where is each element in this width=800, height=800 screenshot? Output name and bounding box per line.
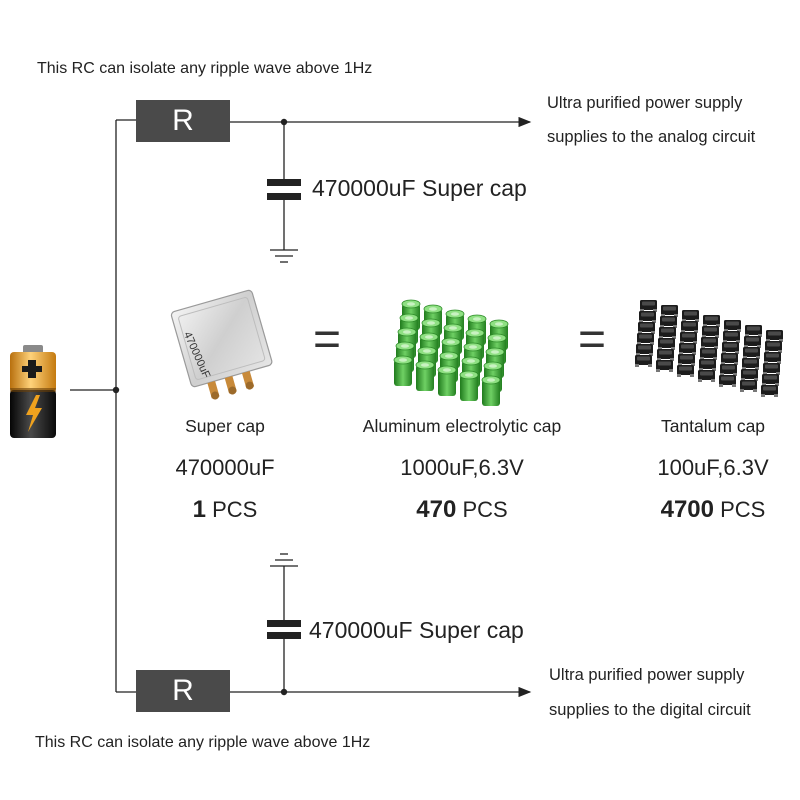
top-capacitor-symbol	[267, 179, 301, 200]
tantalum-cap	[681, 321, 698, 333]
col-electrolytic-qty-number: 470	[416, 496, 457, 523]
top-cap-label: 470000uF Super cap	[312, 175, 527, 201]
tantalum-cap	[682, 310, 699, 322]
tantalum-cap	[639, 311, 656, 323]
col-supercap-qty: 1 PCS	[105, 496, 345, 524]
tantalum-cap	[661, 305, 678, 317]
tantalum-cap	[640, 300, 657, 312]
bottom-resistor-label: R	[172, 674, 194, 707]
tantalum-cap	[656, 360, 673, 372]
col-supercap-name: Super cap	[185, 416, 265, 436]
tantalum-cap-array	[635, 300, 783, 397]
top-junction-dot	[280, 118, 288, 126]
tantalum-cap	[659, 327, 676, 339]
tantalum-cap	[638, 322, 655, 334]
electrolytic-cap	[459, 370, 479, 401]
tantalum-cap	[700, 348, 717, 360]
tantalum-cap	[743, 347, 760, 359]
electrolytic-cap	[481, 375, 501, 406]
tantalum-cap	[763, 363, 780, 375]
tantalum-cap	[657, 349, 674, 361]
col-supercap-qty-unit: PCS	[212, 497, 258, 522]
col-tantalum-value: 100uF,6.3V	[657, 455, 769, 480]
bottom-output-line1: Ultra purified power supply	[549, 666, 745, 684]
tantalum-cap	[721, 353, 738, 365]
tantalum-cap	[766, 330, 783, 342]
col-supercap-qty-number: 1	[192, 496, 206, 523]
battery-icon	[10, 345, 56, 438]
tantalum-cap	[745, 325, 762, 337]
col-tantalum-qty-number: 4700	[660, 496, 714, 523]
col-electrolytic-qty-unit: PCS	[462, 497, 508, 522]
tantalum-cap	[762, 374, 779, 386]
top-output-line2: supplies to the analog circuit	[547, 128, 756, 146]
main-bus-wires	[70, 119, 136, 693]
bottom-rc-wires	[230, 553, 532, 698]
tantalum-cap	[698, 370, 715, 382]
bottom-junction-dot	[280, 688, 288, 696]
tantalum-cap	[703, 315, 720, 327]
col-electrolytic-value: 1000uF,6.3V	[400, 455, 524, 480]
tantalum-cap	[658, 338, 675, 350]
top-rc-note: This RC can isolate any ripple wave abov…	[37, 60, 373, 77]
tantalum-cap	[680, 332, 697, 344]
tantalum-cap	[637, 333, 654, 345]
tantalum-cap	[740, 380, 757, 392]
tantalum-cap	[660, 316, 677, 328]
tantalum-cap	[720, 364, 737, 376]
tantalum-cap	[742, 358, 759, 370]
electrolytic-cap	[437, 365, 457, 396]
tantalum-cap	[761, 385, 778, 397]
col-supercap-value: 470000uF	[175, 455, 275, 480]
tantalum-cap	[702, 326, 719, 338]
bottom-capacitor-symbol	[267, 620, 301, 639]
tantalum-cap	[724, 320, 741, 332]
bottom-cap-label: 470000uF Super cap	[309, 617, 524, 643]
bottom-resistor	[136, 670, 230, 712]
tantalum-cap	[678, 354, 695, 366]
bottom-output-line2: supplies to the digital circuit	[549, 701, 751, 719]
top-output-line1: Ultra purified power supply	[547, 94, 743, 112]
electrolytic-cap	[393, 355, 413, 386]
electrolytic-cap	[415, 360, 435, 391]
tantalum-cap	[677, 365, 694, 377]
col-electrolytic-qty: 470 PCS	[342, 496, 582, 524]
electrolytic-cap-array	[393, 299, 509, 406]
junction-dot-battery	[112, 386, 120, 394]
col-tantalum-qty: 4700 PCS	[593, 496, 800, 524]
tantalum-cap	[722, 342, 739, 354]
col-electrolytic-name: Aluminum electrolytic cap	[362, 416, 562, 436]
tantalum-cap	[719, 375, 736, 387]
tantalum-cap	[701, 337, 718, 349]
top-resistor-label: R	[172, 104, 194, 137]
tantalum-cap	[699, 359, 716, 371]
top-resistor	[136, 100, 230, 142]
tantalum-cap	[635, 355, 652, 367]
tantalum-cap	[679, 343, 696, 355]
tantalum-cap	[765, 341, 782, 353]
equals-sign-2: =	[578, 313, 607, 366]
tantalum-cap	[636, 344, 653, 356]
supercap-image	[170, 289, 273, 400]
top-rc-wires	[230, 116, 532, 263]
col-tantalum-name: Tantalum cap	[660, 416, 766, 436]
tantalum-cap	[723, 331, 740, 343]
tantalum-cap	[744, 336, 761, 348]
tantalum-cap	[764, 352, 781, 364]
tantalum-cap	[741, 369, 758, 381]
equals-sign-1: =	[313, 313, 342, 366]
col-tantalum-qty-unit: PCS	[720, 497, 766, 522]
bottom-rc-note: This RC can isolate any ripple wave abov…	[35, 734, 371, 751]
